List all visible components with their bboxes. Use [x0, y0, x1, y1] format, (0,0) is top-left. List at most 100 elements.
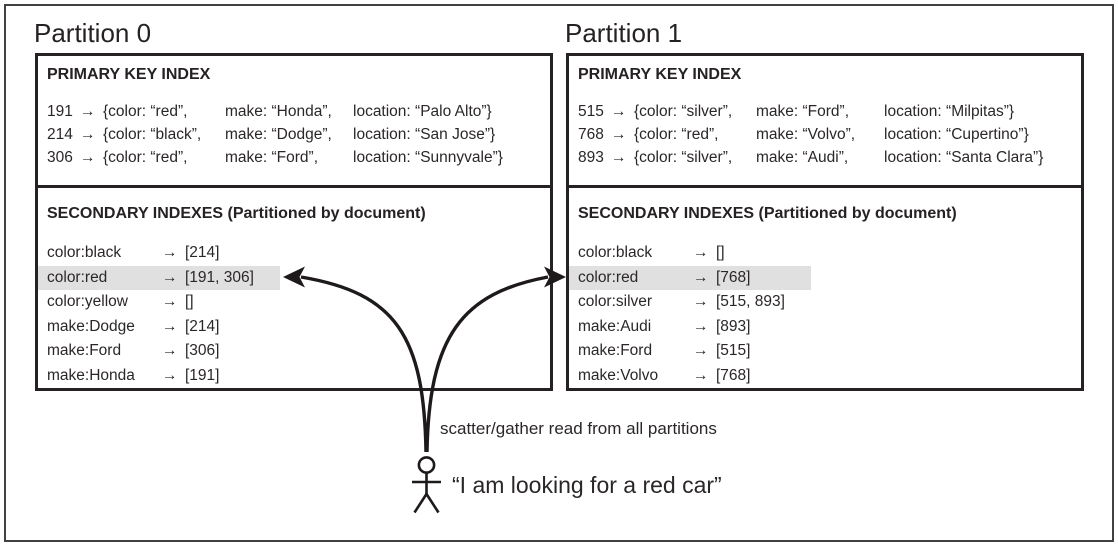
- maps-to-arrow: →: [162, 366, 178, 384]
- primary-key-row: 515 → {color: “silver”, make: “Ford”, lo…: [578, 100, 1043, 123]
- index-term: color:red: [47, 268, 108, 286]
- secondary-index-row: color:black → [214]: [38, 241, 280, 266]
- posting-list: [214]: [185, 317, 220, 335]
- maps-to-arrow: →: [162, 317, 178, 335]
- doc-make-field: make: “Dodge”,: [225, 126, 332, 143]
- doc-color-field: {color: “silver”,: [634, 149, 733, 166]
- doc-location-field: location: “Palo Alto”}: [353, 103, 492, 120]
- secondary-index-row: make:Ford → [515]: [569, 339, 811, 364]
- partition-1-title: Partition 1: [565, 18, 683, 48]
- posting-list: [191]: [185, 366, 220, 384]
- doc-make-field: make: “Ford”,: [756, 103, 850, 120]
- secondary-index-row: make:Volvo → [768]: [569, 364, 811, 389]
- posting-list: []: [185, 293, 194, 310]
- secondary-indexes-header: SECONDARY INDEXES (Partitioned by docume…: [578, 205, 957, 222]
- doc-make-field: make: “Volvo”,: [756, 126, 856, 143]
- posting-list: [515]: [716, 342, 751, 359]
- section-divider: [35, 185, 553, 188]
- maps-to-arrow: →: [693, 244, 709, 261]
- secondary-index-row-highlighted: color:red → [768]: [569, 265, 811, 290]
- primary-key-index-rows: 191 → {color: “red”, make: “Honda”, loca…: [47, 100, 503, 169]
- primary-key-index-header: PRIMARY KEY INDEX: [47, 66, 211, 83]
- primary-key-row: 893 → {color: “silver”, make: “Audi”, lo…: [578, 146, 1043, 169]
- index-term: make:Ford: [578, 342, 653, 359]
- maps-to-arrow: →: [693, 293, 709, 310]
- doc-location-field: location: “Sunnyvale”}: [353, 149, 503, 166]
- doc-color-field: {color: “red”,: [634, 126, 719, 143]
- maps-to-arrow: →: [693, 366, 709, 384]
- primary-key-row: 191 → {color: “red”, make: “Honda”, loca…: [47, 100, 503, 123]
- index-term: color:red: [578, 268, 639, 286]
- doc-location-field: location: “Santa Clara”}: [884, 149, 1044, 166]
- index-term: color:silver: [578, 293, 653, 310]
- doc-color-field: {color: “black”,: [103, 126, 202, 143]
- doc-color-field: {color: “silver”,: [634, 103, 733, 120]
- posting-list: [768]: [716, 268, 751, 286]
- doc-color-field: {color: “red”,: [103, 149, 188, 166]
- doc-location-field: location: “San Jose”}: [353, 126, 496, 143]
- maps-to-arrow: →: [80, 149, 96, 166]
- maps-to-arrow: →: [611, 103, 627, 120]
- primary-key-row: 768 → {color: “red”, make: “Volvo”, loca…: [578, 123, 1043, 146]
- index-term: color:black: [578, 244, 653, 261]
- doc-location-field: location: “Cupertino”}: [884, 126, 1029, 143]
- partition-0-box: PRIMARY KEY INDEX 191 → {color: “red”, m…: [35, 53, 553, 391]
- maps-to-arrow: →: [162, 244, 178, 261]
- posting-list: []: [716, 244, 725, 261]
- maps-to-arrow: →: [162, 293, 178, 310]
- partition-0-title: Partition 0: [34, 18, 152, 48]
- primary-key-row: 306 → {color: “red”, make: “Ford”, locat…: [47, 146, 503, 169]
- maps-to-arrow: →: [693, 268, 709, 286]
- secondary-index-rows: color:black → [214] color:red → [191, 30…: [38, 241, 280, 388]
- secondary-indexes-header: SECONDARY INDEXES (Partitioned by docume…: [47, 205, 426, 222]
- secondary-index-row: make:Ford → [306]: [38, 339, 280, 364]
- index-term: make:Dodge: [47, 317, 135, 335]
- secondary-index-row: color:yellow → []: [38, 290, 280, 315]
- user-query-quote: “I am looking for a red car”: [452, 472, 722, 498]
- secondary-index-row: make:Honda → [191]: [38, 364, 280, 389]
- doc-id: 191: [47, 103, 73, 120]
- doc-id: 214: [47, 126, 73, 143]
- secondary-index-rows: color:black → [] color:red → [768] color…: [569, 241, 811, 388]
- posting-list: [214]: [185, 244, 220, 261]
- maps-to-arrow: →: [693, 317, 709, 335]
- doc-make-field: make: “Honda”,: [225, 103, 332, 120]
- doc-id: 768: [578, 126, 604, 143]
- maps-to-arrow: →: [80, 126, 96, 143]
- index-term: make:Volvo: [578, 366, 659, 384]
- secondary-index-row: color:silver → [515, 893]: [569, 290, 811, 315]
- scatter-gather-label: scatter/gather read from all partitions: [440, 419, 717, 438]
- partition-1-box: PRIMARY KEY INDEX 515 → {color: “silver”…: [566, 53, 1084, 391]
- secondary-index-row: make:Dodge → [214]: [38, 315, 280, 340]
- secondary-index-row-highlighted: color:red → [191, 306]: [38, 265, 280, 290]
- maps-to-arrow: →: [611, 126, 627, 143]
- doc-id: 893: [578, 149, 604, 166]
- doc-make-field: make: “Audi”,: [756, 149, 849, 166]
- primary-key-index-header: PRIMARY KEY INDEX: [578, 66, 742, 83]
- maps-to-arrow: →: [80, 103, 96, 120]
- maps-to-arrow: →: [611, 149, 627, 166]
- doc-id: 306: [47, 149, 73, 166]
- doc-id: 515: [578, 103, 604, 120]
- doc-make-field: make: “Ford”,: [225, 149, 319, 166]
- primary-key-row: 214 → {color: “black”, make: “Dodge”, lo…: [47, 123, 503, 146]
- index-term: make:Honda: [47, 366, 135, 384]
- secondary-index-row: make:Audi → [893]: [569, 315, 811, 340]
- index-term: make:Audi: [578, 317, 652, 335]
- posting-list: [306]: [185, 342, 220, 359]
- section-divider: [566, 185, 1084, 188]
- doc-color-field: {color: “red”,: [103, 103, 188, 120]
- posting-list: [893]: [716, 317, 751, 335]
- maps-to-arrow: →: [162, 342, 178, 359]
- secondary-index-row: color:black → []: [569, 241, 811, 266]
- index-term: color:yellow: [47, 293, 128, 310]
- maps-to-arrow: →: [693, 342, 709, 359]
- diagram-border: [4, 4, 1114, 542]
- posting-list: [515, 893]: [716, 293, 785, 310]
- posting-list: [191, 306]: [185, 268, 254, 286]
- primary-key-index-rows: 515 → {color: “silver”, make: “Ford”, lo…: [578, 100, 1043, 169]
- index-term: make:Ford: [47, 342, 122, 359]
- maps-to-arrow: →: [162, 268, 178, 286]
- doc-location-field: location: “Milpitas”}: [884, 103, 1015, 120]
